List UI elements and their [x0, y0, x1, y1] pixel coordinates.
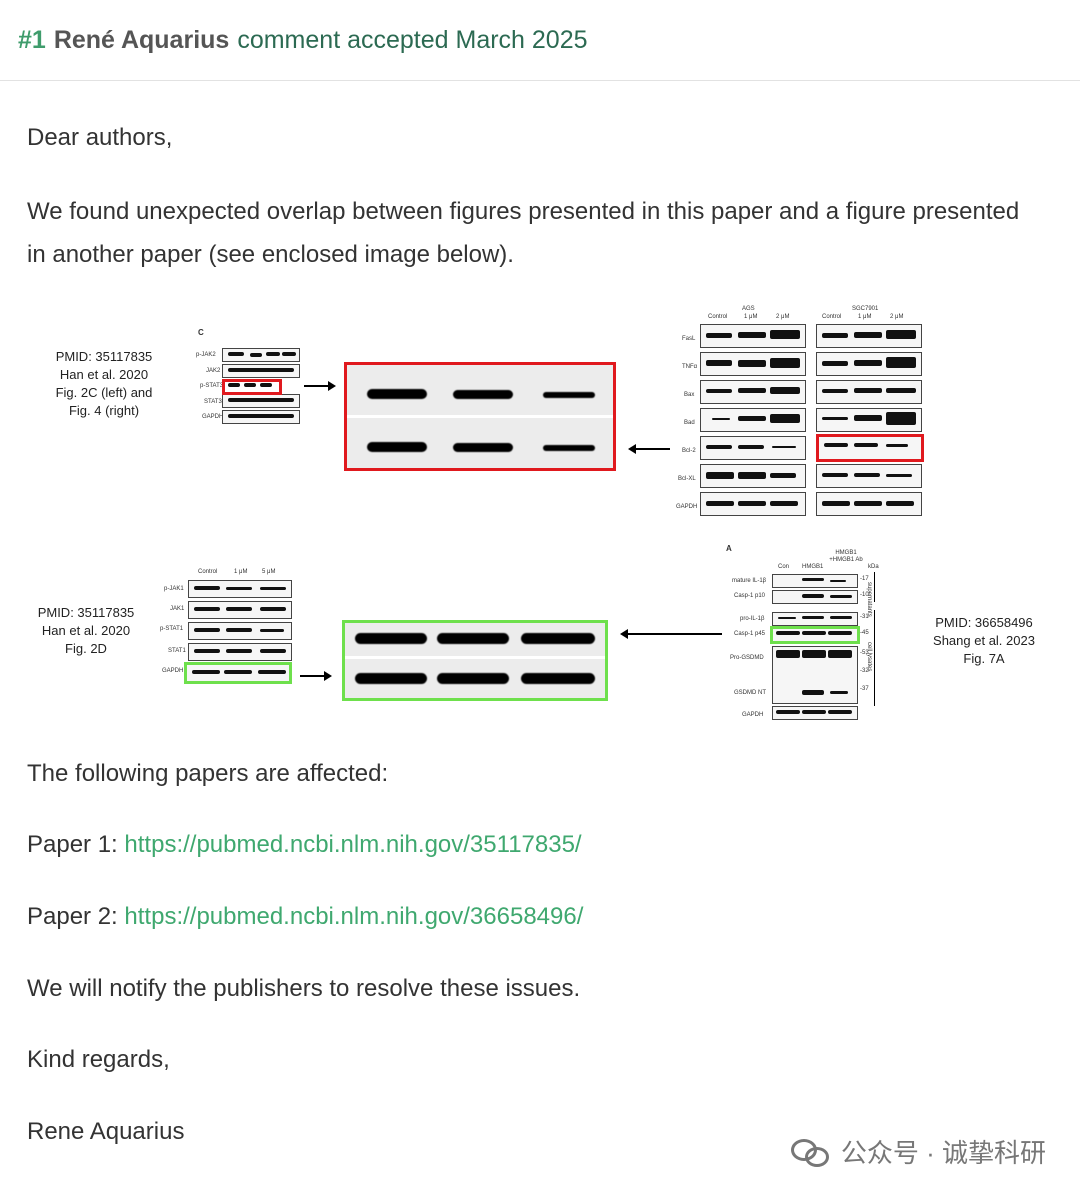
- panel-a-label: A: [726, 544, 732, 553]
- row-label: JAK2: [206, 368, 221, 374]
- green-highlight-panel-a: [770, 626, 860, 644]
- red-highlight-fig4: [816, 434, 924, 462]
- caption-line: Han et al. 2020: [41, 623, 131, 638]
- row-label: Bcl-XL: [678, 476, 696, 482]
- col-label: Control: [198, 569, 218, 575]
- col-label: 2 μM: [890, 314, 904, 320]
- arrow-right: [300, 671, 332, 681]
- row-label: GAPDH: [202, 414, 224, 420]
- side-label: cell lysates: [866, 642, 872, 672]
- row-label: Casp-1 p45: [734, 631, 766, 637]
- kda-label: -10: [860, 592, 869, 598]
- caption-line: Fig. 4 (right): [68, 403, 140, 418]
- col-label: Control: [708, 314, 728, 320]
- side-label: supernatants: [866, 582, 872, 617]
- comparison-figure: PMID: 35117835 Han et al. 2020 Fig. 2C (…: [0, 292, 1080, 732]
- row-label: STAT1: [168, 648, 186, 654]
- row-label: STAT3: [204, 399, 222, 405]
- col-label: 5 μM: [262, 569, 276, 575]
- caption-line: PMID: 35117835: [37, 605, 135, 620]
- comment-number[interactable]: #1: [18, 25, 46, 54]
- kda-label: -53: [860, 650, 869, 656]
- kda-label: -17: [860, 576, 869, 582]
- wechat-icon: [790, 1137, 831, 1167]
- row-label: GAPDH: [742, 712, 764, 718]
- panel-c-blot: C p-JAK2 JAK2 p-STAT3 STAT3 GAPDH: [196, 328, 302, 430]
- watermark-text: 公众号 · 诚挚科研: [840, 1138, 1046, 1168]
- col-label: Con: [778, 564, 790, 570]
- paper1-label: Paper 1:: [27, 831, 125, 858]
- row-label: p-STAT3: [200, 383, 224, 389]
- comment-header: #1 René Aquarius comment accepted March …: [0, 0, 1080, 81]
- signature: Rene Aquarius: [27, 1118, 185, 1145]
- row-label: Bcl-2: [682, 448, 696, 454]
- caption-line: Fig. 2D: [65, 641, 107, 656]
- regards: Kind regards,: [27, 1046, 170, 1073]
- row-label: GAPDH: [676, 504, 698, 510]
- caption-top-left: PMID: 35117835 Han et al. 2020 Fig. 2C (…: [40, 348, 168, 420]
- caption-bottom-right: PMID: 36658496 Shang et al. 2023 Fig. 7A: [926, 614, 1042, 668]
- col-label: HMGB1: [802, 564, 824, 570]
- caption-line: PMID: 36658496: [935, 615, 1033, 630]
- group-label: AGS: [742, 306, 755, 312]
- kda-label: -45: [860, 630, 869, 636]
- col-label: 1 μM: [234, 569, 248, 575]
- affected-heading: The following papers are affected:: [27, 760, 389, 787]
- row-label: pro-IL-1β: [740, 616, 765, 622]
- row-label: Casp-1 p10: [734, 593, 766, 599]
- comment-status: comment accepted March 2025: [237, 25, 588, 54]
- paper1-line: Paper 1: https://pubmed.ncbi.nlm.nih.gov…: [27, 831, 582, 859]
- comment-author[interactable]: René Aquarius: [53, 25, 230, 54]
- row-label: Bax: [684, 392, 695, 398]
- red-magnified-blot: [344, 362, 616, 471]
- fig4-blot: AGS SGC7901 Control 1 μM 2 μM Control 1 …: [672, 304, 928, 522]
- row-label: p-JAK1: [164, 586, 184, 592]
- caption-line: Fig. 2C (left) and: [55, 385, 153, 400]
- caption-bottom-left: PMID: 35117835 Han et al. 2020 Fig. 2D: [30, 604, 142, 658]
- col-label: 1 μM: [858, 314, 872, 320]
- kda-label: -31: [860, 614, 869, 620]
- arrow-left: [620, 629, 722, 639]
- caption-line: Shang et al. 2023: [933, 633, 1035, 648]
- paper2-label: Paper 2:: [27, 903, 125, 930]
- arrow-right: [304, 381, 336, 391]
- panel-a-blot: A Con HMGB1 HMGB1 +HMGB1 Ab kDa mature I…: [722, 542, 892, 724]
- col-label: 2 μM: [776, 314, 790, 320]
- caption-line: PMID: 35117835: [55, 349, 153, 364]
- panel-c-label: C: [198, 328, 204, 337]
- kda-label: -32: [860, 668, 869, 674]
- row-label: JAK1: [170, 606, 185, 612]
- row-label: GAPDH: [162, 668, 184, 674]
- row-label: TNFα: [682, 364, 698, 370]
- red-highlight-small: [222, 379, 282, 395]
- green-magnified-blot: [342, 620, 608, 701]
- arrow-left: [628, 444, 670, 454]
- notify-paragraph: We will notify the publishers to resolve…: [27, 975, 581, 1002]
- row-label: GSDMD NT: [734, 690, 766, 696]
- paper1-link[interactable]: https://pubmed.ncbi.nlm.nih.gov/35117835…: [124, 831, 582, 858]
- col-label: HMGB1 +HMGB1 Ab: [829, 550, 863, 563]
- paper2-link[interactable]: https://pubmed.ncbi.nlm.nih.gov/36658496…: [124, 903, 584, 930]
- row-label: p-JAK2: [196, 352, 216, 358]
- kda-label: -37: [860, 686, 869, 692]
- row-label: FasL: [682, 336, 696, 342]
- row-label: Pro-GSDMD: [730, 655, 764, 661]
- caption-line: Fig. 7A: [963, 651, 1005, 666]
- intro-paragraph: We found unexpected overlap between figu…: [27, 198, 1020, 268]
- col-label: Control: [822, 314, 842, 320]
- row-label: Bad: [684, 420, 695, 426]
- watermark: 公众号 · 诚挚科研: [790, 1133, 1046, 1170]
- row-label: mature IL-1β: [732, 578, 767, 584]
- panel-d-blot: Control 1 μM 5 μM p-JAK1 JAK1 p-STAT1 ST…: [156, 566, 298, 688]
- row-label: p-STAT1: [160, 626, 184, 632]
- greeting: Dear authors,: [27, 124, 173, 151]
- col-label: kDa: [868, 564, 879, 570]
- col-label: 1 μM: [744, 314, 758, 320]
- caption-line: Han et al. 2020: [59, 367, 149, 382]
- group-label: SGC7901: [852, 306, 879, 312]
- paper2-line: Paper 2: https://pubmed.ncbi.nlm.nih.gov…: [27, 903, 583, 931]
